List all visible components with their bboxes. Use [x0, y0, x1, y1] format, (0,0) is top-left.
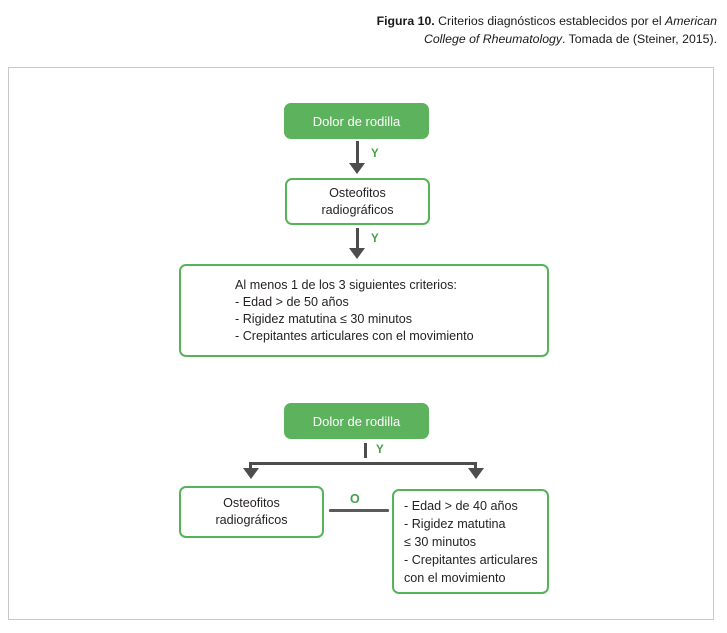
node-knee-pain-2-label: Dolor de rodilla [312, 413, 401, 429]
connector-2-label: Y [371, 233, 379, 245]
caption-text-part-2: . Tomada de (Steiner, 2015). [562, 32, 717, 46]
connector-1-arrowhead [349, 163, 365, 174]
criteria-2-item-0: - Edad > de 40 años [404, 498, 518, 513]
branch-right-stem [474, 462, 477, 470]
node-knee-pain-1-label: Dolor de rodilla [312, 113, 401, 129]
node-osteophytes-2-label: Osteofitos radiográficos [215, 496, 288, 527]
criteria-1-title: Al menos 1 de los 3 siguientes criterios… [235, 277, 457, 292]
caption-italic-part-2: College of Rheumatology [423, 32, 563, 46]
figure-number: Figura 10. [376, 14, 435, 28]
criteria-box-1: Al menos 1 de los 3 siguientes criterios… [179, 264, 549, 357]
node-osteophytes-1: Osteofitos radiográficos [285, 178, 430, 225]
connector-3-label: Y [376, 444, 384, 456]
node-knee-pain-1: Dolor de rodilla [284, 103, 429, 139]
branch-horizontal-bar [249, 462, 477, 465]
criteria-box-1-content: Al menos 1 de los 3 siguientes criterios… [235, 277, 474, 345]
connector-1-line [356, 141, 359, 164]
branch-left-stem [249, 462, 252, 470]
criteria-2-item-2: - Crepitantes articulares con el movimie… [404, 552, 538, 585]
criteria-2-item-1: - Rigidez matutina ≤ 30 minutos [404, 516, 506, 549]
criteria-1-item-2: - Crepitantes articulares con el movimie… [235, 328, 474, 343]
criteria-box-2-content: - Edad > de 40 años - Rigidez matutina ≤… [404, 497, 538, 587]
connector-3-tick [364, 443, 367, 458]
caption-text-part-1: Criterios diagnósticos establecidos por … [434, 14, 666, 28]
criteria-box-2: - Edad > de 40 años - Rigidez matutina ≤… [392, 489, 549, 594]
caption-italic-part-1: American [665, 14, 717, 28]
or-label: O [350, 492, 361, 506]
node-osteophytes-1-label: Osteofitos radiográficos [321, 185, 394, 217]
criteria-1-item-0: - Edad > de 50 años [235, 294, 349, 309]
caption-line-2: College of Rheumatology. Tomada de (Stei… [0, 30, 717, 48]
or-rule-line [329, 509, 389, 512]
connector-2-line [356, 228, 359, 249]
criteria-1-item-1: - Rigidez matutina ≤ 30 minutos [235, 311, 413, 326]
connector-2-arrowhead [349, 248, 365, 259]
node-osteophytes-2: Osteofitos radiográficos [179, 486, 324, 538]
caption-line-1: Figura 10. Criterios diagnósticos establ… [0, 12, 717, 30]
figure-frame: Dolor de rodilla Y Osteofitos radiográfi… [8, 67, 714, 620]
branch-right-arrowhead [468, 468, 484, 479]
branch-left-arrowhead [243, 468, 259, 479]
connector-1-label: Y [371, 148, 379, 160]
node-knee-pain-2: Dolor de rodilla [284, 403, 429, 439]
figure-caption: Figura 10. Criterios diagnósticos establ… [0, 12, 717, 48]
